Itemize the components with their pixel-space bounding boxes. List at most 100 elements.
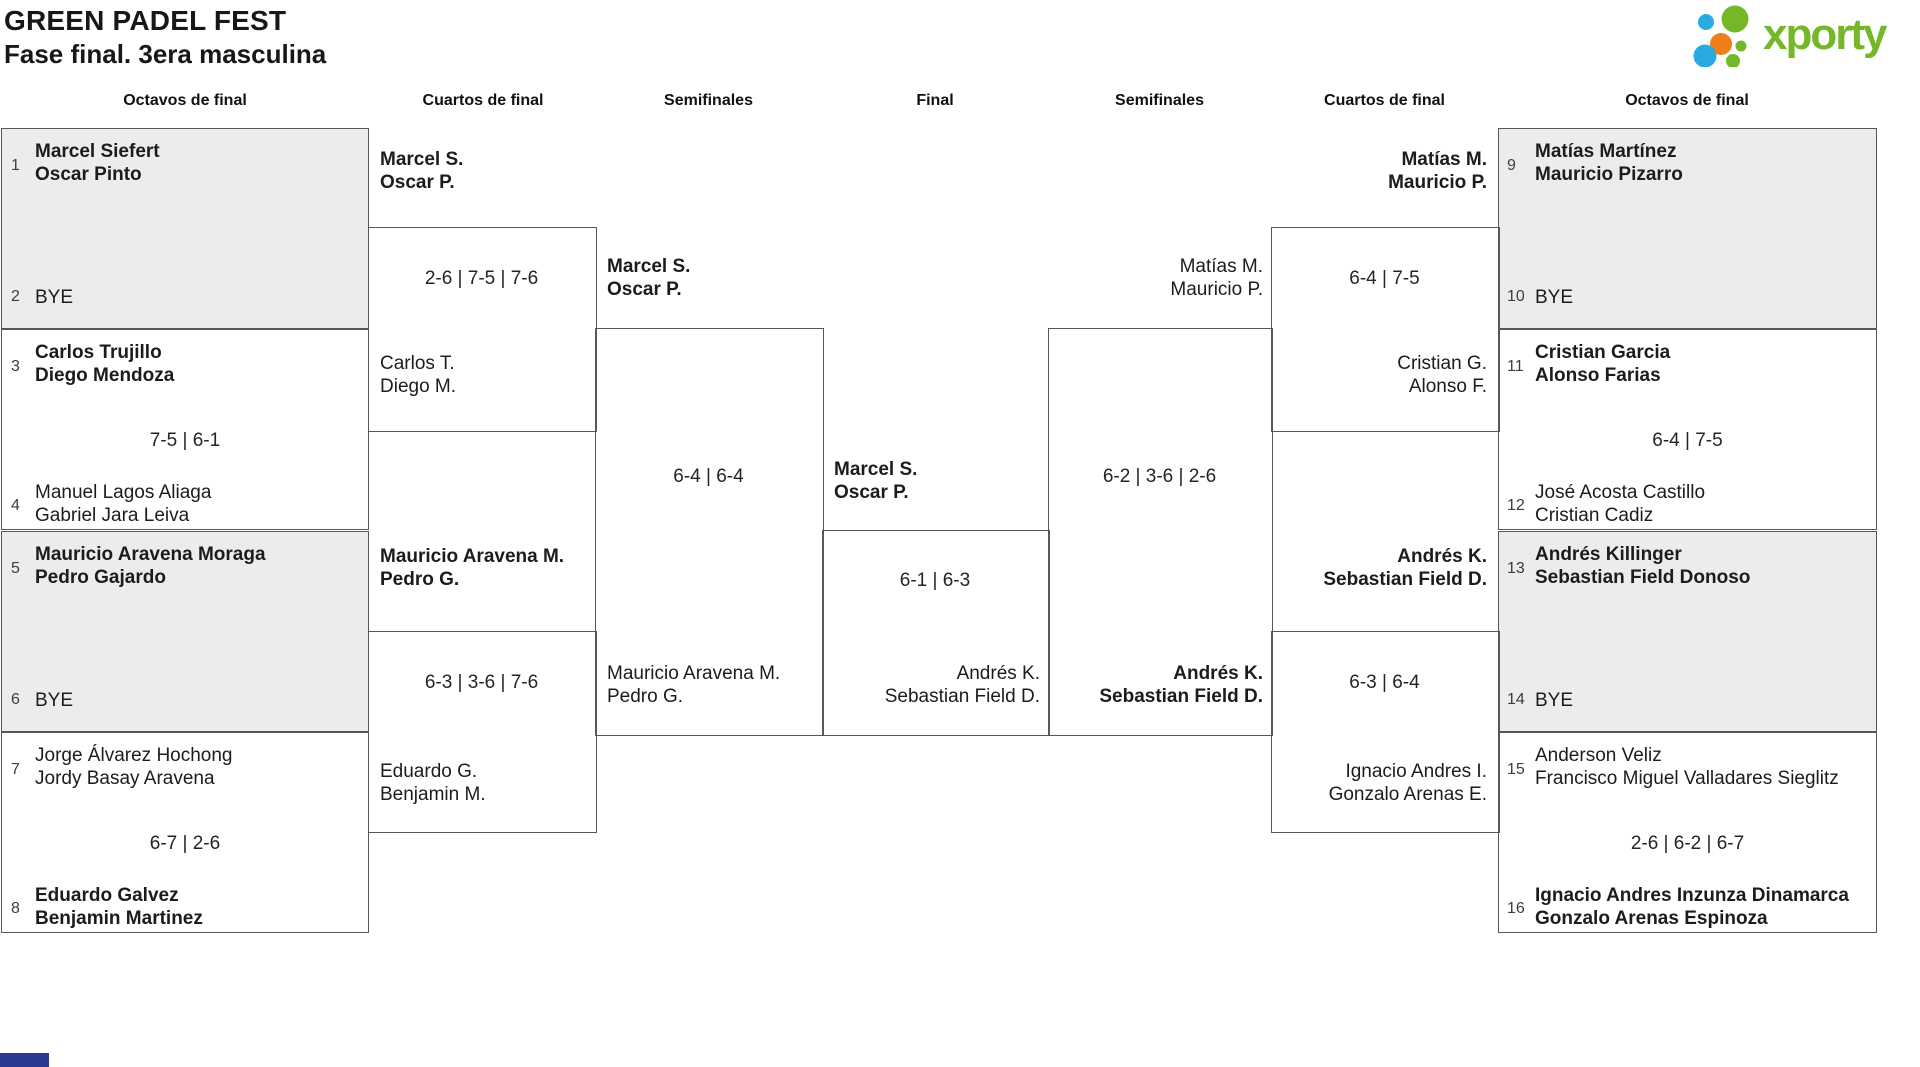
seed-number: 2 bbox=[11, 288, 20, 305]
connector-box-quarterfinal-right-top bbox=[1271, 227, 1500, 432]
connector-box-semifinal-left bbox=[595, 328, 824, 736]
runner-up-team-label: Andrés K. Sebastian Field D. bbox=[885, 662, 1040, 708]
player-name: Francisco Miguel Valladares Sieglitz bbox=[1535, 768, 1839, 789]
player-name: Mauricio Aravena M. bbox=[607, 663, 781, 684]
team-names: José Acosta Castillo Cristian Cadiz bbox=[1535, 481, 1705, 527]
connector-box-final bbox=[822, 530, 1050, 736]
team-names: Carlos Trujillo Diego Mendoza bbox=[35, 341, 174, 387]
match-score: 6-7 | 2-6 bbox=[149, 833, 221, 854]
bye-label: BYE bbox=[1535, 287, 1574, 308]
team-label: Carlos T. Diego M. bbox=[380, 352, 456, 398]
advancing-team-label: Marcel S. Oscar P. bbox=[607, 255, 690, 301]
team-names: Marcel Siefert Oscar Pinto bbox=[35, 140, 160, 186]
match-box-11-12: 11 Cristian Garcia Alonso Farias 6-4 | 7… bbox=[1498, 329, 1877, 530]
champion-team-label: Marcel S. Oscar P. bbox=[834, 458, 917, 504]
seed-number: 16 bbox=[1507, 900, 1525, 917]
page-subtitle: Fase final. 3era masculina bbox=[4, 39, 327, 69]
match-score: 2-6 | 7-5 | 7-6 bbox=[424, 268, 539, 289]
xporty-logo-text: xporty bbox=[1763, 10, 1887, 59]
team-names: Matías Martínez Mauricio Pizarro bbox=[1535, 140, 1683, 186]
match-score: 6-4 | 7-5 bbox=[1349, 268, 1420, 289]
match-box-9-10: 9 Matías Martínez Mauricio Pizarro 10 BY… bbox=[1498, 128, 1877, 329]
round-header-cuartos-right: Cuartos de final bbox=[1324, 92, 1445, 109]
player-name: Eduardo G. bbox=[380, 761, 478, 782]
player-name: Marcel S. bbox=[834, 459, 918, 480]
connector-box-semifinal-right bbox=[1048, 328, 1273, 736]
match-score: 6-1 | 6-3 bbox=[899, 570, 971, 591]
team-label: Cristian G. Alonso F. bbox=[1397, 352, 1487, 398]
team-names: Cristian Garcia Alonso Farias bbox=[1535, 341, 1670, 387]
match-box-7-8: 7 Jorge Álvarez Hochong Jordy Basay Arav… bbox=[1, 732, 369, 933]
advancing-team-label: Andrés K. Sebastian Field D. bbox=[1323, 545, 1487, 591]
player-name: Sebastian Field D. bbox=[884, 686, 1040, 707]
player-name: Marcel S. bbox=[380, 149, 464, 170]
team-label: Mauricio Aravena M. Pedro G. bbox=[607, 662, 780, 708]
seed-number: 14 bbox=[1507, 691, 1525, 708]
team-label: Ignacio Andres I. Gonzalo Arenas E. bbox=[1329, 760, 1487, 806]
match-box-3-4: 3 Carlos Trujillo Diego Mendoza 7-5 | 6-… bbox=[1, 329, 369, 530]
player-name: Marcel Siefert bbox=[35, 141, 160, 162]
match-score: 2-6 | 6-2 | 6-7 bbox=[1630, 833, 1745, 854]
player-name: Sebastian Field D. bbox=[1099, 686, 1263, 707]
match-score: 6-4 | 6-4 bbox=[673, 466, 744, 487]
seed-number: 5 bbox=[11, 560, 20, 577]
match-box-5-6: 5 Mauricio Aravena Moraga Pedro Gajardo … bbox=[1, 531, 369, 732]
player-name: Cristian G. bbox=[1397, 353, 1487, 374]
player-name: Ignacio Andres I. bbox=[1345, 761, 1487, 782]
player-name: Sebastian Field Donoso bbox=[1535, 567, 1751, 588]
page-title: GREEN PADEL FEST bbox=[4, 5, 287, 36]
player-name: Matías M. bbox=[1401, 149, 1487, 170]
advancing-team-label: Matías M. Mauricio P. bbox=[1388, 148, 1487, 194]
xporty-logo[interactable]: xporty bbox=[1683, 2, 1917, 68]
team-names: Manuel Lagos Aliaga Gabriel Jara Leiva bbox=[35, 481, 211, 527]
round-header-cuartos-left: Cuartos de final bbox=[422, 92, 544, 109]
player-name: Ignacio Andres Inzunza Dinamarca bbox=[1535, 885, 1849, 906]
player-name: Carlos Trujillo bbox=[35, 342, 162, 363]
player-name: Manuel Lagos Aliaga bbox=[35, 482, 212, 503]
advancing-team-label: Marcel S. Oscar P. bbox=[380, 148, 463, 194]
team-label: Eduardo G. Benjamin M. bbox=[380, 760, 486, 806]
player-name: Anderson Veliz bbox=[1535, 745, 1662, 766]
round-header-semis-right: Semifinales bbox=[1115, 92, 1204, 109]
player-name: Pedro G. bbox=[607, 686, 684, 707]
player-name: Oscar Pinto bbox=[35, 164, 142, 185]
seed-number: 12 bbox=[1507, 497, 1525, 514]
player-name: Pedro Gajardo bbox=[35, 567, 166, 588]
player-name: Pedro G. bbox=[380, 569, 460, 590]
seed-number: 15 bbox=[1507, 761, 1525, 778]
match-score: 6-3 | 6-4 bbox=[1349, 672, 1420, 693]
xporty-logo-dots-icon bbox=[1693, 5, 1749, 67]
match-score: 6-4 | 7-5 bbox=[1652, 430, 1723, 451]
player-name: Oscar P. bbox=[607, 279, 682, 300]
player-name: Andrés K. bbox=[956, 663, 1040, 684]
bye-label: BYE bbox=[1535, 690, 1574, 711]
player-name: Cristian Cadiz bbox=[1535, 505, 1654, 526]
team-names: Eduardo Galvez Benjamin Martinez bbox=[35, 884, 203, 930]
round-header-octavos-right: Octavos de final bbox=[1625, 92, 1749, 109]
player-name: Mauricio Aravena Moraga bbox=[35, 544, 266, 565]
match-score: 6-2 | 3-6 | 2-6 bbox=[1102, 466, 1217, 487]
player-name: Eduardo Galvez bbox=[35, 885, 179, 906]
advancing-team-label: Mauricio Aravena M. Pedro G. bbox=[380, 545, 564, 591]
player-name: Mauricio P. bbox=[1388, 172, 1487, 193]
seed-number: 7 bbox=[11, 761, 20, 778]
player-name: Matías M. bbox=[1179, 256, 1263, 277]
player-name: Sebastian Field D. bbox=[1323, 569, 1487, 590]
connector-box-quarterfinal-left-top bbox=[368, 227, 597, 432]
team-names: Mauricio Aravena Moraga Pedro Gajardo bbox=[35, 543, 266, 589]
player-name: Alonso F. bbox=[1408, 376, 1487, 397]
match-score: 7-5 | 6-1 bbox=[149, 430, 221, 451]
seed-number: 8 bbox=[11, 900, 20, 917]
player-name: Diego M. bbox=[380, 376, 457, 397]
player-name: Jordy Basay Aravena bbox=[35, 768, 215, 789]
player-name: Gonzalo Arenas Espinoza bbox=[1535, 908, 1768, 929]
player-name: Matías Martínez bbox=[1535, 141, 1677, 162]
player-name: Andrés Killinger bbox=[1535, 544, 1682, 565]
player-name: Alonso Farias bbox=[1535, 365, 1661, 386]
player-name: Andrés K. bbox=[1173, 663, 1263, 684]
team-label: Matías M. Mauricio P. bbox=[1170, 255, 1263, 301]
player-name: Diego Mendoza bbox=[35, 365, 175, 386]
footer-accent-bar bbox=[0, 1053, 49, 1067]
bye-label: BYE bbox=[35, 690, 74, 711]
